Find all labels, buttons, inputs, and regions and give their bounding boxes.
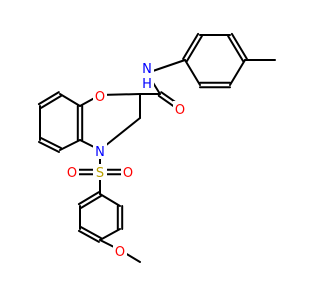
bond-b3-b4-a — [39, 137, 62, 150]
bond-b6-b1 — [59, 93, 81, 107]
atom-sulfonyl-oxygen-left-label: O — [67, 166, 77, 181]
bond-c1-c2-b — [182, 32, 200, 60]
atom-amide-oxygen-label: O — [175, 103, 185, 118]
bond-p3-p4-b — [80, 226, 103, 240]
molecule-structure-diagram: N H O O N S O O O — [37, 32, 276, 263]
bond-b5-b6-b — [37, 91, 60, 106]
atom-ring-nitrogen-label: N — [95, 145, 105, 160]
bond-c6-c1 — [184, 59, 201, 86]
bond-p1-p2-a — [77, 191, 100, 206]
atom-methoxy-oxygen-label: O — [115, 245, 125, 260]
atom-sulfur-label: S — [96, 166, 104, 181]
atom-labels: N H O O N S O O O — [65, 60, 187, 260]
atom-sulfonyl-oxygen-right-label: O — [123, 166, 133, 181]
bond-b5-b6-a — [40, 94, 63, 109]
bond-p3-p4-a — [77, 229, 100, 243]
bond-p1-p2-b — [80, 194, 103, 209]
atom-sulfonyl-oxygen-right: O — [121, 164, 135, 181]
atom-methoxy-oxygen: O — [113, 243, 127, 260]
bond-p6-p1 — [99, 193, 121, 207]
bond-c4-c5 — [229, 59, 246, 86]
atom-sulfur: S — [93, 164, 107, 181]
bond-b2-b3 — [59, 139, 81, 151]
atom-nh: N H — [139, 60, 154, 92]
atom-sulfonyl-oxygen-left: O — [65, 164, 79, 181]
atom-nh-h-label: H — [142, 77, 152, 92]
atom-amide-oxygen: O — [173, 101, 187, 118]
bond-c3-c4-b — [230, 32, 248, 60]
bond-lines — [37, 32, 276, 263]
atom-ring-oxygen: O — [93, 88, 107, 105]
bond-c1-c2-a — [185, 35, 203, 63]
bond-p4-p5 — [99, 228, 121, 241]
bond-c3-c4-a — [227, 35, 245, 63]
atom-ring-nitrogen: N — [93, 143, 107, 160]
atom-nh-label: N — [142, 62, 152, 77]
bond-b3-b4-b — [38, 140, 61, 153]
atom-ring-oxygen-label: O — [95, 90, 105, 105]
